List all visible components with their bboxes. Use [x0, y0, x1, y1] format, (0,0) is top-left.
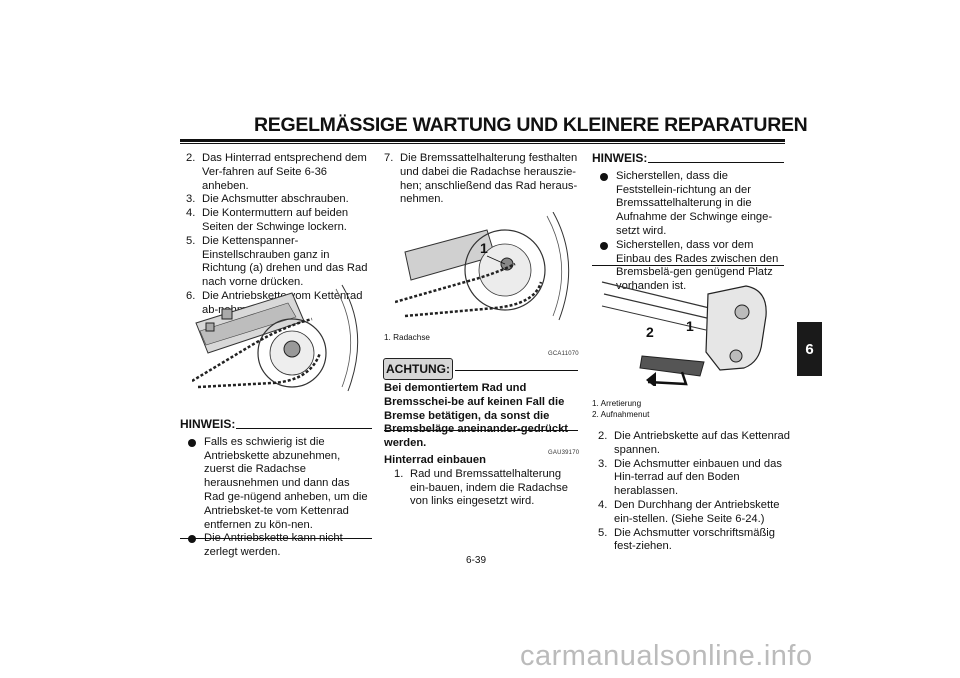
- list-item: 5.Die Achsmutter vorschriftsmäßig fest-z…: [598, 526, 776, 553]
- install-steps-list-2: 2.Die Antriebskette auf das Kettenrad sp…: [598, 430, 790, 554]
- figure-callout-1: 1: [480, 240, 488, 256]
- page-title: REGELMÄSSIGE WARTUNG UND KLEINERE REPARA…: [254, 114, 808, 136]
- rear-wheel-chain-illustration: [192, 284, 359, 392]
- axle-removal-illustration: [395, 212, 570, 321]
- list-item: 7.Die Bremssattelhalterung festhalten un…: [384, 152, 578, 206]
- list-item: 2.Die Antriebskette auf das Kettenrad sp…: [598, 430, 791, 456]
- removal-steps-list: 2.Das Hinterrad entsprechend dem Ver-fah…: [186, 152, 376, 318]
- hinweis-bullets: Sicherstellen, dass die Feststellein-ric…: [598, 170, 788, 294]
- list-item: Sicherstellen, dass die Feststellein-ric…: [598, 170, 788, 239]
- figure-callout-1: 1: [686, 318, 694, 334]
- figure-callout-2: 2: [646, 324, 654, 340]
- install-section: Hinterrad einbauen 1.Rad und Bremssattel…: [384, 454, 580, 509]
- hinweis-label: HINWEIS:: [592, 151, 648, 165]
- caliper-bracket-illustration: [601, 281, 767, 386]
- achtung-code: GCA11070: [548, 351, 579, 357]
- list-item: 5.Die Kettenspanner-Einstellschrauben ga…: [186, 234, 368, 289]
- hinweis-end-rule: [592, 265, 784, 266]
- hinweis-bullets: Falls es schwierig ist die Antriebskette…: [186, 436, 372, 560]
- list-item: 4.Die Kontermuttern auf beiden Seiten de…: [186, 207, 349, 233]
- hinweis-box-1: HINWEIS: Falls es schwierig ist die Antr…: [180, 417, 372, 560]
- install-steps-list: 1.Rad und Bremssattelhalterung ein-bauen…: [394, 468, 580, 509]
- hinweis-end-rule: [180, 538, 372, 539]
- install-steps-continued: 2.Die Antriebskette auf das Kettenrad sp…: [598, 430, 790, 554]
- column-2: 7.Die Bremssattelhalterung festhalten un…: [384, 152, 578, 207]
- list-item: 4.Den Durchhang der Antriebskette ein-st…: [598, 498, 780, 525]
- bullet-icon: [188, 535, 196, 544]
- figure-caption: 1. Radachse: [384, 333, 430, 342]
- column-1: 2.Das Hinterrad entsprechend dem Ver-fah…: [186, 152, 376, 318]
- hinweis-rule: [648, 162, 784, 163]
- achtung-text: Bei demontiertem Rad und Bremsschei-be a…: [384, 382, 568, 450]
- page-number: 6-39: [466, 555, 487, 566]
- list-item: 1.Rad und Bremssattelhalterung ein-bauen…: [394, 467, 568, 508]
- list-item: Falls es schwierig ist die Antriebskette…: [186, 436, 372, 533]
- figure-caption-2: 2. Aufnahmenut: [592, 410, 650, 419]
- bullet-icon: [600, 172, 608, 181]
- hinweis-rule: [236, 428, 372, 429]
- header-rule-thin: [180, 143, 785, 144]
- figure-caption-1: 1. Arretierung: [592, 399, 642, 408]
- list-item: Die Antriebskette kann nicht zerlegt wer…: [186, 532, 372, 560]
- install-code: GAU39170: [548, 450, 580, 456]
- list-item: 3.Die Achsmutter abschrauben.: [186, 193, 349, 206]
- bullet-icon: [600, 241, 608, 250]
- achtung-badge: ACHTUNG:: [383, 358, 453, 380]
- removal-steps-list-2: 7.Die Bremssattelhalterung festhalten un…: [384, 152, 578, 207]
- achtung-end-rule: [384, 430, 578, 431]
- watermark[interactable]: carmanualsonline.info: [520, 640, 813, 672]
- achtung-rule: [455, 370, 578, 371]
- install-heading: Hinterrad einbauen: [384, 454, 486, 466]
- hinweis-box-2: HINWEIS: Sicherstellen, dass die Festste…: [592, 151, 788, 294]
- hinweis-label: HINWEIS:: [180, 417, 236, 431]
- list-item: 3.Die Achsmutter einbauen und das Hin-te…: [598, 457, 782, 498]
- chapter-tab[interactable]: 6: [797, 322, 822, 376]
- header-rule: [180, 139, 785, 142]
- list-item: 2.Das Hinterrad entsprechend dem Ver-fah…: [186, 152, 367, 192]
- bullet-icon: [188, 438, 196, 447]
